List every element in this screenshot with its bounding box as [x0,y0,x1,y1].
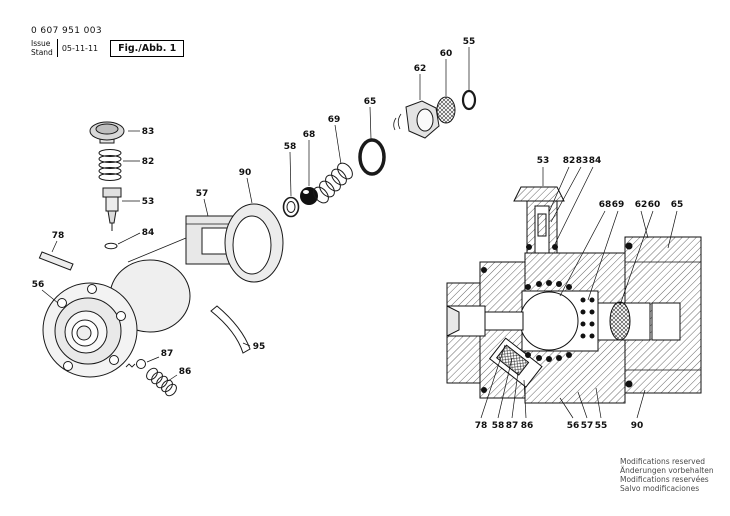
section-mesh-60 [609,301,631,341]
callout-87: 87 [161,349,174,359]
left-channel [484,311,524,331]
modifications-note: Modifications reserved Änderungen vorbeh… [620,457,714,493]
cross-section-view [446,186,702,404]
part-53-valve [102,187,122,231]
callout-58: 58 [284,142,297,152]
title-block: 0 607 951 003 Issue Stand 05-11-11 Fig./… [31,26,185,57]
divider [56,39,58,57]
diagonal-passage [488,337,543,388]
section-callout-65: 65 [671,200,684,210]
callout-65: 65 [364,97,377,107]
section-callout-57: 57 [581,421,594,431]
exploded-leader-lines [41,47,470,382]
callout-55: 55 [463,37,476,47]
section-callout-82: 82 [563,156,576,166]
section-ball [519,291,579,351]
section-callouts: 53 82 83 84 68 69 62 60 65 78 58 87 86 5… [475,156,684,431]
modifications-line-en: Modifications reserved [620,457,705,466]
section-callout-53: 53 [537,156,550,166]
section-leader-lines [480,166,678,419]
stand-label: Stand [31,48,53,57]
callout-95: 95 [253,342,266,352]
part-90-ring [224,203,284,283]
part-68-ball [300,187,318,205]
callout-62: 62 [414,64,427,74]
part-87-ball [125,359,146,369]
part-82-spring [98,149,122,181]
callout-78: 78 [52,231,65,241]
section-callout-84: 84 [589,156,602,166]
part-69-spring [313,162,353,204]
section-callout-90: 90 [631,421,644,431]
modifications-line-de: Änderungen vorbehalten [620,466,714,475]
callout-60: 60 [440,49,453,59]
issue-date: 05-11-11 [61,43,99,53]
callout-56: 56 [32,280,45,290]
modifications-line-es: Salvo modificaciones [620,484,700,493]
callout-84: 84 [142,228,155,238]
issue-stand-labels: Issue Stand [31,39,53,57]
issue-label: Issue [31,39,51,48]
seal-dots [481,242,633,393]
tower-valve-insert [537,213,547,237]
figure-label: Fig./Abb. 1 [110,39,185,57]
section-callout-78: 78 [475,421,488,431]
part-83-cap [89,121,125,144]
section-valve-cap [513,186,565,202]
part-62-hex-plug [393,100,440,139]
part-number: 0 607 951 003 [31,26,103,36]
exploded-callouts: 83 82 53 84 78 56 57 90 58 68 69 65 62 6… [32,37,476,377]
callout-90: 90 [239,168,252,178]
modifications-line-fr: Modifications reservées [620,475,709,484]
section-callout-55: 55 [595,421,608,431]
inlet-cavity [651,302,681,341]
part-65-oring [358,138,386,176]
section-callout-56: 56 [567,421,580,431]
part-55-oring [461,89,477,111]
callout-68: 68 [303,130,316,140]
section-callout-60: 60 [648,200,661,210]
part-56-body [42,237,191,378]
part-86-spring [146,367,177,397]
callout-53: 53 [142,197,155,207]
section-callout-86: 86 [521,421,534,431]
part-58-washer [282,196,300,218]
section-callout-87: 87 [506,421,519,431]
callout-83: 83 [142,127,155,137]
section-callout-69: 69 [612,200,625,210]
callout-69: 69 [328,115,341,125]
part-60-mesh [436,96,456,124]
callout-82: 82 [142,157,155,167]
part-84-washer [104,242,118,250]
part-78-pin [38,251,74,271]
section-callout-62: 62 [635,200,648,210]
nozzle-insert [446,305,460,337]
part-95-strip [210,305,251,354]
section-callout-58: 58 [492,421,505,431]
section-callout-83: 83 [576,156,589,166]
callout-86: 86 [179,367,192,377]
callout-57: 57 [196,189,209,199]
section-callout-68: 68 [599,200,612,210]
exploded-view [38,89,477,397]
